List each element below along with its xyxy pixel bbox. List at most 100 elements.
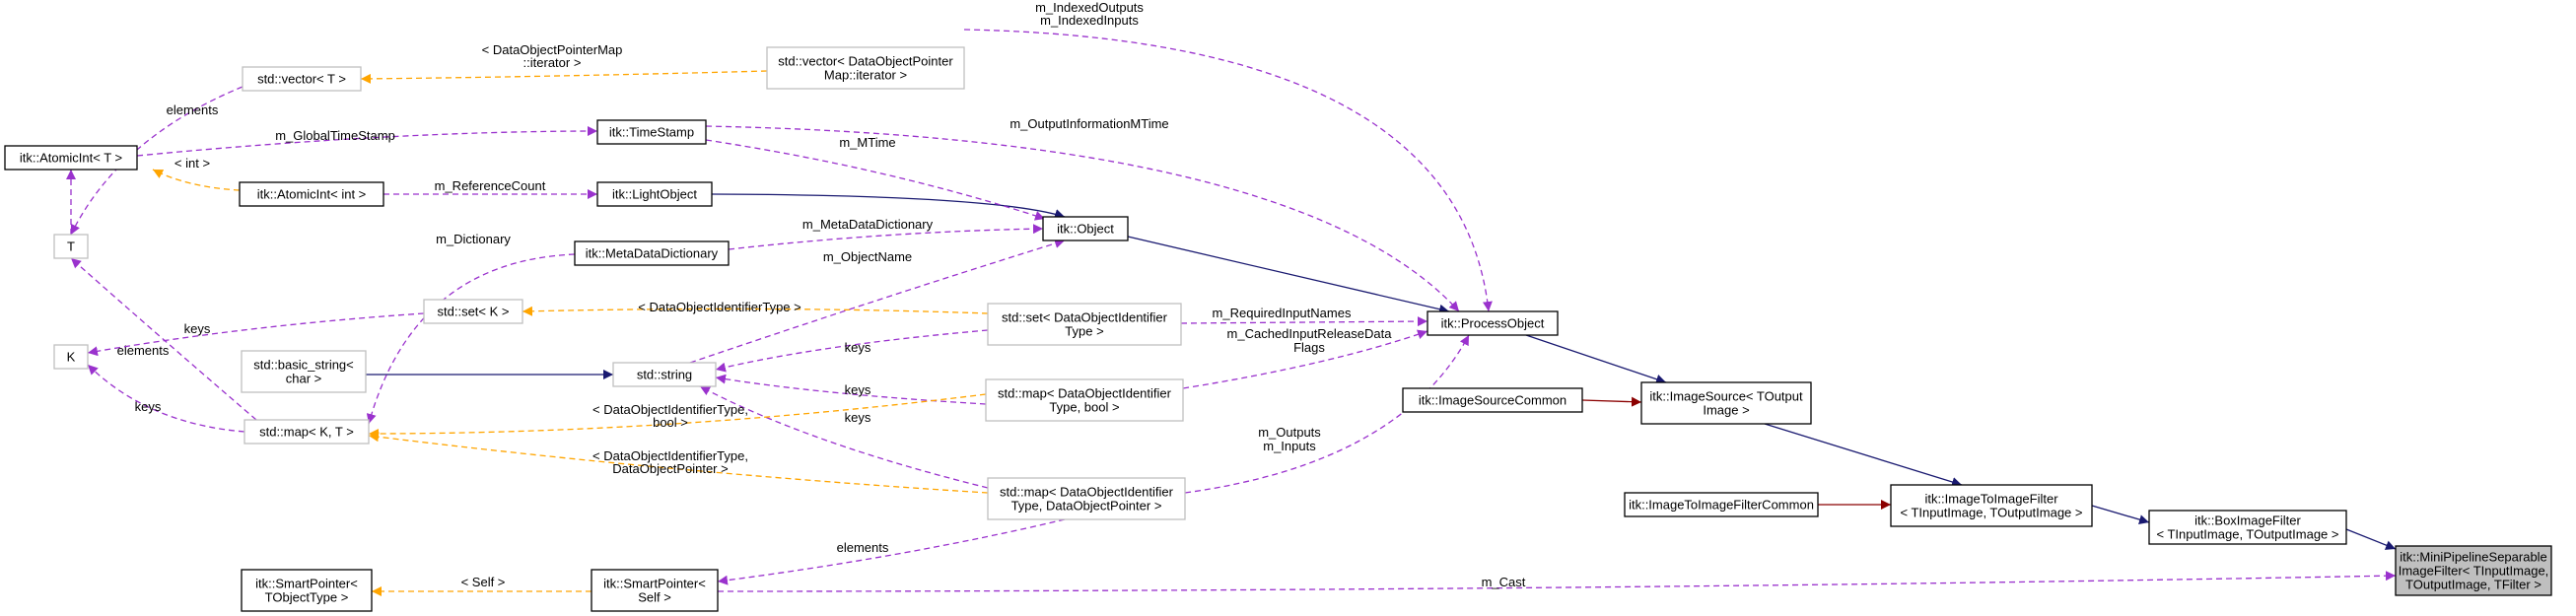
node-i2ic[interactable]: itk::ImageToImageFilterCommon — [1624, 492, 1819, 517]
node-box[interactable] — [1402, 387, 1583, 413]
node-box[interactable] — [53, 234, 89, 259]
node-box[interactable] — [4, 145, 138, 171]
node-po[interactable]: itk::ProcessObject — [1427, 310, 1559, 336]
node-label: itk::ImageSourceCommon — [1419, 393, 1566, 408]
node-label: std::map< K, T > — [259, 425, 354, 440]
edge-label: m_Outputs — [1258, 425, 1321, 440]
edge-label: m_MTime — [839, 135, 895, 150]
node-box[interactable] — [2395, 545, 2552, 596]
edge-K-to-mapKT: keys — [87, 364, 245, 433]
edge-str-to-setDOI: keys — [715, 329, 989, 373]
node-label: Type, bool > — [1049, 400, 1119, 415]
node-box[interactable] — [987, 303, 1182, 346]
node-box[interactable] — [1427, 310, 1559, 336]
edge-mdd-to-obj: m_MetaDataDictionary — [728, 217, 1044, 250]
edge-str-to-obj: m_ObjectName — [689, 239, 1066, 364]
node-box[interactable] — [53, 344, 89, 370]
node-box[interactable] — [612, 362, 717, 387]
node-i2i[interactable]: itk::ImageToImageFilter< TInputImage, TO… — [1890, 484, 2093, 527]
node-box[interactable] — [591, 569, 719, 612]
node-label: itk::Object — [1057, 222, 1114, 237]
node-T[interactable]: T — [53, 234, 89, 259]
edge-label: < DataObjectIdentifierType > — [638, 300, 801, 314]
edge-label: < DataObjectIdentifierType, — [592, 448, 748, 463]
node-mapDOP[interactable]: std::map< DataObjectIdentifierType, Data… — [987, 477, 1186, 520]
node-box[interactable] — [1640, 381, 1812, 425]
node-box[interactable] — [1624, 492, 1819, 517]
edge-label: m_CachedInputReleaseData — [1227, 326, 1393, 341]
node-bstr[interactable]: std::basic_string<char > — [241, 350, 367, 393]
node-isrc[interactable]: itk::ImageSource< TOutputImage > — [1640, 381, 1812, 425]
node-vecit[interactable]: std::vector< DataObjectPointerMap::itera… — [766, 46, 965, 90]
node-box[interactable] — [239, 181, 384, 207]
edge-line — [715, 329, 989, 373]
edge-line — [1764, 423, 1963, 487]
edge-line — [705, 139, 1046, 221]
node-aint_int[interactable]: itk::AtomicInt< int > — [239, 181, 384, 207]
node-box[interactable] — [574, 240, 730, 266]
node-lobj[interactable]: itk::LightObject — [596, 181, 713, 207]
edge-line — [1184, 334, 1470, 494]
node-sp_tobj[interactable]: itk::SmartPointer<TObjectType > — [241, 569, 373, 612]
node-label: itk::SmartPointer< — [603, 577, 706, 591]
edge-label: m_ObjectName — [823, 249, 912, 264]
node-box[interactable] — [241, 350, 367, 393]
node-label: itk::LightObject — [612, 187, 697, 202]
node-mdd[interactable]: itk::MetaDataDictionary — [574, 240, 730, 266]
node-ts[interactable]: itk::TimeStamp — [596, 119, 707, 145]
node-box[interactable] — [596, 181, 713, 207]
node-box[interactable] — [241, 569, 373, 612]
node-box[interactable] — [596, 119, 707, 145]
node-label: TObjectType > — [265, 590, 349, 605]
edge-label: keys — [845, 340, 871, 355]
node-box[interactable] — [985, 378, 1184, 422]
node-setK[interactable]: std::set< K > — [423, 299, 523, 324]
node-label: itk::BoxImageFilter — [2194, 513, 2301, 528]
edge-sp_self-to-mapDOP: elements — [717, 518, 1066, 585]
node-label: std::string — [637, 368, 692, 382]
edge-aint_int-to-lobj: m_ReferenceCount — [383, 178, 597, 199]
node-mapKT[interactable]: std::map< K, T > — [244, 419, 370, 445]
node-box[interactable] — [242, 66, 362, 92]
node-box[interactable] — [2148, 510, 2347, 545]
node-setDOI[interactable]: std::set< DataObjectIdentifierType > — [987, 303, 1182, 346]
node-box[interactable] — [1890, 484, 2093, 527]
edge-isrcc-to-isrc — [1581, 396, 1642, 407]
edge-label: < DataObjectPointerMap — [482, 42, 623, 57]
edge-line — [1525, 334, 1667, 384]
node-label: itk::ImageToImageFilterCommon — [1629, 498, 1814, 513]
node-str[interactable]: std::string — [612, 362, 717, 387]
edge-label: m_OutputInformationMTime — [1010, 116, 1168, 131]
edge-line — [136, 126, 598, 157]
edge-label: elements — [117, 343, 170, 358]
node-isrcc[interactable]: itk::ImageSourceCommon — [1402, 387, 1583, 413]
node-box[interactable]: itk::BoxImageFilter< TInputImage, TOutpu… — [2148, 510, 2347, 545]
node-label: itk::MetaDataDictionary — [586, 246, 719, 261]
edge-T-to-mapKT: elements — [70, 257, 257, 421]
node-box[interactable] — [766, 46, 965, 90]
edge-label: m_Cast — [1482, 575, 1526, 589]
node-box[interactable] — [423, 299, 523, 324]
edge-label: elements — [837, 540, 889, 555]
node-aint_T[interactable]: itk::AtomicInt< T > — [4, 145, 138, 171]
node-label: ImageFilter< TInputImage, — [2399, 564, 2549, 579]
node-label: itk::ImageSource< TOutput — [1649, 389, 1803, 404]
edge-line — [366, 253, 576, 425]
node-sp_self[interactable]: itk::SmartPointer<Self > — [591, 569, 719, 612]
node-label: itk::SmartPointer< — [255, 577, 358, 591]
node-obj[interactable]: itk::Object — [1042, 216, 1129, 241]
edge-line — [963, 29, 1493, 312]
node-box[interactable] — [987, 477, 1186, 520]
edge-line — [711, 193, 1066, 219]
node-mapBool[interactable]: std::map< DataObjectIdentifierType, bool… — [985, 378, 1184, 422]
node-label: std::basic_string< — [253, 358, 354, 373]
edge-label: m_IndexedInputs — [1040, 13, 1139, 28]
node-K[interactable]: K — [53, 344, 89, 370]
node-vecT[interactable]: std::vector< T > — [242, 66, 362, 92]
node-box[interactable] — [1042, 216, 1129, 241]
node-box[interactable] — [244, 419, 370, 445]
